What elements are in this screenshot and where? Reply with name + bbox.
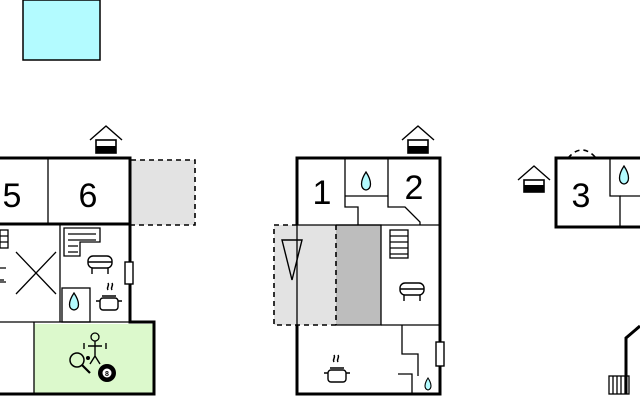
bay-window (567, 149, 597, 159)
billiard-ball-icon: 8 (98, 364, 116, 382)
bedroom-1-number: 1 (313, 174, 332, 212)
bathroom-wall (401, 325, 419, 376)
open-void-cross (15, 251, 57, 295)
terrace (274, 225, 336, 325)
middle-building: 1 2 (273, 125, 445, 396)
water-drop-icon (424, 377, 432, 391)
staircase-icon (0, 229, 9, 249)
right-building: 3 (517, 149, 640, 395)
water-drop-icon (618, 164, 630, 185)
wall-detail (0, 267, 6, 283)
bedroom-5-number: 5 (3, 177, 22, 215)
sofa-icon (87, 255, 113, 274)
entrance-icon (89, 125, 123, 154)
billiard-ball-number: 8 (105, 371, 109, 378)
terrace-covered (336, 225, 381, 325)
bathroom (61, 287, 91, 323)
cooking-pot-icon (96, 282, 122, 311)
table-tennis-icon (69, 352, 91, 374)
bedroom-2-number: 2 (405, 169, 424, 207)
entrance-icon (517, 165, 551, 193)
pool (22, 0, 101, 61)
staircase-icon (608, 375, 630, 395)
bedroom-3-number: 3 (572, 177, 591, 215)
sofa-icon (399, 282, 425, 301)
terrace (131, 160, 195, 225)
water-drop-icon (360, 170, 372, 191)
bathroom-wall (398, 373, 413, 394)
cooking-pot-icon (324, 354, 350, 383)
water-drop-icon (68, 291, 80, 311)
game-room (34, 324, 154, 394)
window (124, 261, 134, 285)
entrance-icon (401, 125, 435, 154)
left-building: 5 6 (0, 125, 196, 396)
staircase-icon (389, 229, 409, 259)
window (435, 341, 445, 367)
bedroom-6-number: 6 (79, 177, 98, 215)
foosball-icon (83, 332, 107, 365)
staircase-icon (63, 227, 101, 257)
